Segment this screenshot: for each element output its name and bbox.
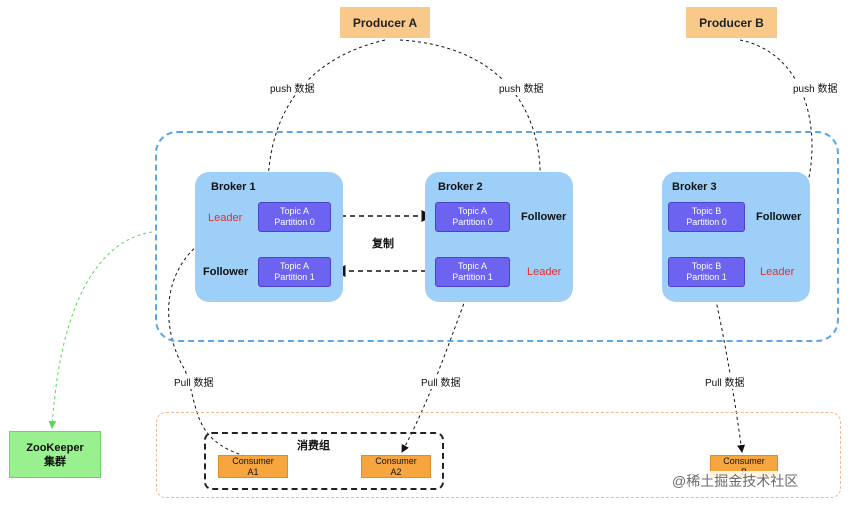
consumer-label: Consumer bbox=[375, 455, 417, 466]
consumer-a1: Consumer A1 bbox=[218, 455, 288, 478]
partition-index: Partition 0 bbox=[274, 217, 315, 227]
partition-topic: Topic A bbox=[279, 261, 310, 271]
partition-index: Partition 1 bbox=[274, 272, 315, 282]
partition-index: Partition 1 bbox=[452, 272, 493, 282]
partition-topic: Topic A bbox=[279, 206, 310, 216]
partition-topic: Topic A bbox=[457, 206, 488, 216]
producer-b: Producer B bbox=[686, 7, 777, 38]
zookeeper-suffix: 集群 bbox=[44, 455, 66, 468]
push-edge-a-b1 bbox=[263, 39, 386, 201]
broker-3-follower-label: Follower bbox=[756, 211, 802, 223]
push-label-a-b2: push 数据 bbox=[498, 80, 545, 95]
broker-1-partition-0: Topic A Partition 0 bbox=[258, 202, 331, 232]
broker-1-partition-1: Topic A Partition 1 bbox=[258, 257, 331, 287]
push-label-a-b1: push 数据 bbox=[269, 80, 316, 95]
consumer-id: A1 bbox=[247, 466, 259, 477]
replicate-label: 复制 bbox=[372, 238, 394, 250]
consumer-group-title: 消费组 bbox=[297, 440, 330, 452]
broker-2-follower-label: Follower bbox=[521, 211, 567, 223]
broker-1-title: Broker 1 bbox=[211, 181, 256, 193]
pull-label-b2: Pull 数据 bbox=[420, 374, 462, 389]
broker-2-partition-1: Topic A Partition 1 bbox=[435, 257, 510, 287]
partition-topic: Topic A bbox=[457, 261, 488, 271]
partition-topic: Topic B bbox=[691, 206, 722, 216]
zookeeper-cluster: ZooKeeper 集群 bbox=[9, 431, 101, 478]
partition-index: Partition 0 bbox=[686, 217, 727, 227]
pull-label-b3: Pull 数据 bbox=[704, 374, 746, 389]
broker-2-partition-0: Topic A Partition 0 bbox=[435, 202, 510, 232]
push-edge-b-b3 bbox=[739, 39, 813, 271]
broker-3-partition-0: Topic B Partition 0 bbox=[668, 202, 745, 232]
consumer-a2: Consumer A2 bbox=[361, 455, 431, 478]
broker-3-partition-1: Topic B Partition 1 bbox=[668, 257, 745, 287]
consumer-label: Consumer bbox=[232, 455, 274, 466]
consumer-group bbox=[204, 432, 444, 490]
partition-topic: Topic B bbox=[691, 261, 722, 271]
partition-index: Partition 0 bbox=[452, 217, 493, 227]
consumer-zone bbox=[156, 412, 841, 498]
pull-edge-b3-b bbox=[712, 286, 746, 453]
broker-2-leader-label: Leader bbox=[527, 266, 562, 278]
partition-index: Partition 1 bbox=[686, 272, 727, 282]
zookeeper-name: ZooKeeper bbox=[26, 441, 84, 454]
consumer-id: A2 bbox=[390, 466, 402, 477]
consumer-label: Consumer bbox=[723, 455, 765, 466]
kafka-cluster bbox=[155, 131, 839, 342]
broker-3-leader-label: Leader bbox=[760, 266, 795, 278]
watermark: @稀土掘金技术社区 bbox=[672, 471, 799, 491]
broker-3-title: Broker 3 bbox=[672, 181, 717, 193]
broker-2-title: Broker 2 bbox=[438, 181, 483, 193]
broker-1-follower-label: Follower bbox=[203, 266, 249, 278]
zookeeper-edge bbox=[48, 231, 153, 429]
broker-1-leader-label: Leader bbox=[208, 212, 243, 224]
push-label-b-b3: push 数据 bbox=[792, 80, 839, 95]
producer-a: Producer A bbox=[340, 7, 430, 38]
pull-label-b1: Pull 数据 bbox=[173, 374, 215, 389]
